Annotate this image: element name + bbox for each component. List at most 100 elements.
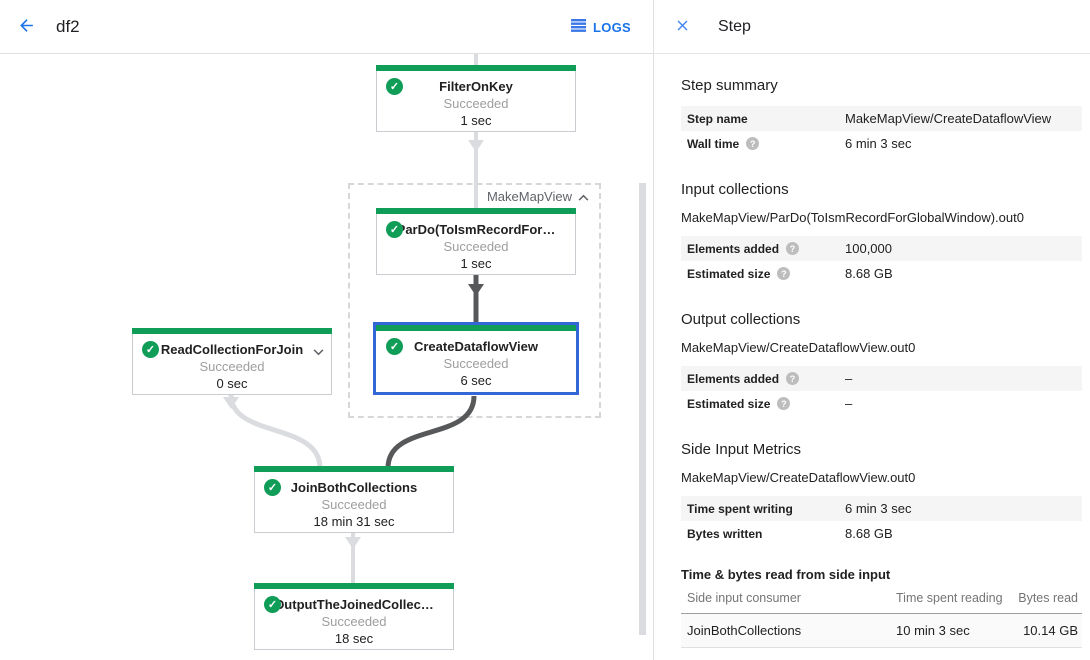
output-collection-rows: Elements added? – Estimated size? – bbox=[681, 366, 1082, 416]
node-title: OutputTheJoinedCollec… bbox=[274, 597, 434, 612]
job-title: df2 bbox=[56, 16, 80, 36]
help-icon[interactable]: ? bbox=[777, 267, 791, 280]
top-bar: df2 LOGS bbox=[0, 0, 653, 54]
graph-scrollbar-thumb[interactable] bbox=[639, 183, 646, 635]
chevron-up-icon bbox=[578, 189, 589, 204]
kv-label: Bytes written bbox=[687, 526, 763, 541]
node-createdataflowview[interactable]: ✓ CreateDataflowView Succeeded 6 sec bbox=[376, 325, 576, 392]
close-icon bbox=[674, 17, 691, 37]
success-check-icon: ✓ bbox=[386, 338, 403, 355]
kv-label: Estimated size bbox=[687, 396, 771, 411]
node-duration: 6 sec bbox=[460, 373, 492, 388]
node-status: Succeeded bbox=[443, 96, 509, 111]
node-title: CreateDataflowView bbox=[413, 339, 539, 354]
kv-row-step-name: Step name MakeMapView/CreateDataflowView bbox=[681, 106, 1082, 131]
kv-value: 6 min 3 sec bbox=[845, 501, 912, 516]
kv-value: MakeMapView/CreateDataflowView bbox=[845, 111, 1052, 126]
node-duration: 18 min 31 sec bbox=[313, 514, 395, 529]
node-status-bar bbox=[376, 208, 576, 214]
input-collection-rows: Elements added? 100,000 Estimated size? … bbox=[681, 236, 1082, 286]
success-check-icon: ✓ bbox=[386, 78, 403, 95]
section-heading-step-summary: Step summary bbox=[681, 77, 778, 94]
col-header-side-input-consumer: Side input consumer bbox=[681, 584, 890, 614]
section-heading-input-collections: Input collections bbox=[681, 181, 789, 198]
kv-label: Elements added bbox=[687, 371, 780, 386]
help-icon[interactable]: ? bbox=[777, 397, 791, 410]
node-joinbothcollections[interactable]: ✓ JoinBothCollections Succeeded 18 min 3… bbox=[254, 466, 454, 533]
node-status: Succeeded bbox=[321, 497, 387, 512]
node-title: ReadCollectionForJoin bbox=[160, 342, 304, 357]
logs-button[interactable]: LOGS bbox=[570, 0, 631, 54]
kv-row-bytes-written: Bytes written 8.68 GB bbox=[681, 521, 1082, 546]
panel-body: Step summary Step name MakeMapView/Creat… bbox=[654, 54, 1090, 648]
composite-group-makemapview: MakeMapView bbox=[348, 183, 601, 418]
node-pardo-toismrecord[interactable]: ✓ ParDo(ToIsmRecordFor… Succeeded 1 sec bbox=[376, 208, 576, 275]
node-status-bar bbox=[132, 328, 332, 334]
cell-side-input-consumer: JoinBothCollections bbox=[681, 613, 890, 648]
table-row: JoinBothCollections 10 min 3 sec 10.14 G… bbox=[681, 613, 1082, 648]
cell-bytes-read: 10.14 GB bbox=[1010, 613, 1082, 648]
node-duration: 1 sec bbox=[460, 256, 492, 271]
kv-label: Estimated size bbox=[687, 266, 771, 281]
success-check-icon: ✓ bbox=[264, 596, 281, 613]
section-heading-side-input-table: Time & bytes read from side input bbox=[681, 567, 891, 582]
success-check-icon: ✓ bbox=[142, 341, 159, 358]
help-icon[interactable]: ? bbox=[786, 372, 800, 385]
kv-label: Step name bbox=[687, 111, 748, 126]
node-status: Succeeded bbox=[199, 359, 265, 374]
kv-label: Wall time bbox=[687, 136, 740, 151]
table-header-row: Side input consumer Time spent reading B… bbox=[681, 584, 1082, 614]
kv-label: Time spent writing bbox=[687, 501, 793, 516]
node-status-bar bbox=[254, 466, 454, 472]
node-status-bar bbox=[376, 325, 576, 331]
logs-label: LOGS bbox=[592, 19, 631, 35]
kv-label: Elements added bbox=[687, 241, 780, 256]
panel-title: Step bbox=[718, 17, 751, 35]
chevron-down-icon[interactable] bbox=[313, 343, 324, 361]
section-heading-output-collections: Output collections bbox=[681, 311, 801, 328]
back-button[interactable] bbox=[6, 7, 46, 47]
node-status-bar bbox=[376, 65, 576, 71]
group-collapse-toggle[interactable]: MakeMapView bbox=[484, 189, 591, 204]
close-panel-button[interactable] bbox=[662, 7, 702, 47]
section-heading-side-input-metrics: Side Input Metrics bbox=[681, 441, 802, 458]
node-readcollectionforjoin[interactable]: ✓ ReadCollectionForJoin Succeeded 0 sec bbox=[132, 328, 332, 395]
selected-node-outline: ✓ CreateDataflowView Succeeded 6 sec bbox=[373, 322, 579, 395]
kv-row-estimated-size: Estimated size? – bbox=[681, 391, 1082, 416]
kv-row-wall-time: Wall time? 6 min 3 sec bbox=[681, 131, 1082, 156]
kv-value: 8.68 GB bbox=[845, 266, 893, 281]
node-outputthejoinedcollection[interactable]: ✓ OutputTheJoinedCollec… Succeeded 18 se… bbox=[254, 583, 454, 650]
node-title: FilterOnKey bbox=[439, 79, 513, 94]
kv-value: 8.68 GB bbox=[845, 526, 893, 541]
node-title: JoinBothCollections bbox=[290, 480, 418, 495]
output-collection-name: MakeMapView/CreateDataflowView.out0 bbox=[681, 340, 916, 355]
kv-value: – bbox=[845, 396, 853, 411]
node-duration: 18 sec bbox=[334, 631, 374, 646]
kv-row-estimated-size: Estimated size? 8.68 GB bbox=[681, 261, 1082, 286]
kv-value: 6 min 3 sec bbox=[845, 136, 912, 151]
node-filteronkey[interactable]: ✓ FilterOnKey Succeeded 1 sec bbox=[376, 65, 576, 132]
col-header-bytes-read: Bytes read bbox=[1010, 584, 1082, 614]
help-icon[interactable]: ? bbox=[786, 242, 800, 255]
pipeline-graph: MakeMapView ✓ FilterOnKey Succe bbox=[0, 54, 653, 660]
kv-row-elements-added: Elements added? 100,000 bbox=[681, 236, 1082, 261]
step-details-panel: Step Step summary Step name MakeMapView/… bbox=[653, 0, 1090, 660]
node-status: Succeeded bbox=[443, 356, 509, 371]
cell-time-spent-reading: 10 min 3 sec bbox=[890, 613, 1010, 648]
step-summary-rows: Step name MakeMapView/CreateDataflowView… bbox=[681, 106, 1082, 156]
kv-row-elements-added: Elements added? – bbox=[681, 366, 1082, 391]
node-status-bar bbox=[254, 583, 454, 589]
group-label: MakeMapView bbox=[486, 189, 572, 204]
arrow-back-icon bbox=[17, 16, 36, 38]
side-input-collection-name: MakeMapView/CreateDataflowView.out0 bbox=[681, 470, 916, 485]
node-status: Succeeded bbox=[321, 614, 387, 629]
kv-value: 100,000 bbox=[845, 241, 892, 256]
logs-list-icon bbox=[570, 19, 586, 35]
panel-header: Step bbox=[654, 0, 1090, 54]
side-input-table: Side input consumer Time spent reading B… bbox=[681, 584, 1082, 648]
node-status: Succeeded bbox=[443, 239, 509, 254]
col-header-time-spent-reading: Time spent reading bbox=[890, 584, 1010, 614]
node-duration: 1 sec bbox=[460, 113, 492, 128]
help-icon[interactable]: ? bbox=[746, 137, 760, 150]
